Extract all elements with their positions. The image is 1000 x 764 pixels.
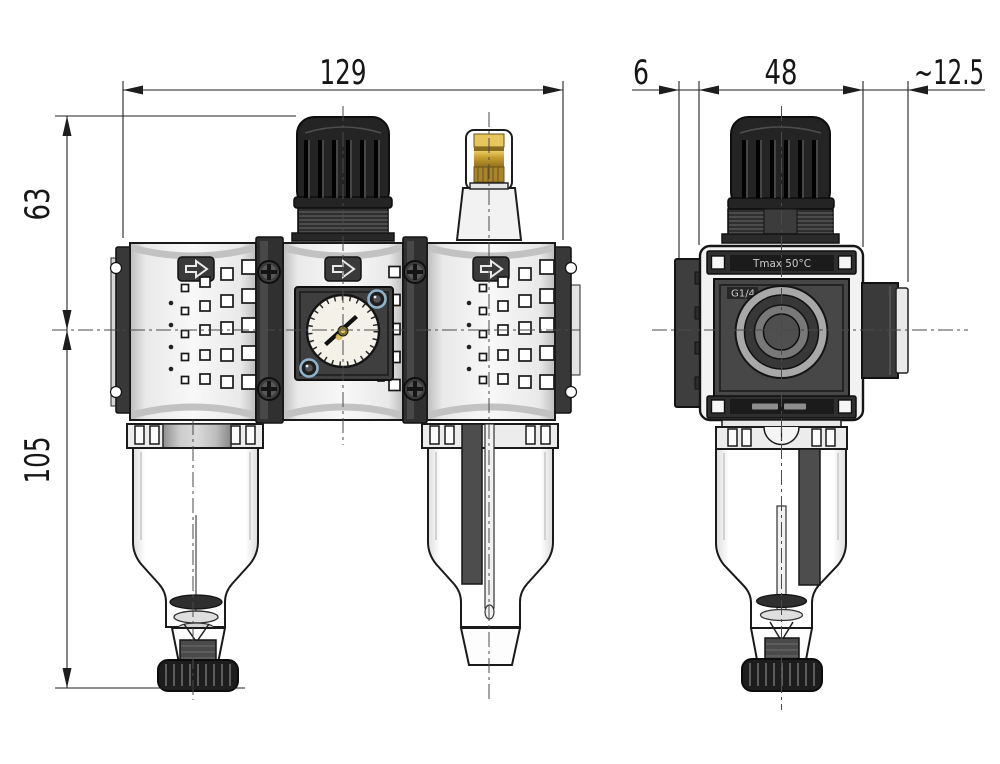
dimension-overall-width: 129 — [122, 53, 564, 240]
lubricator-unit — [426, 242, 556, 421]
side-dark-tube — [798, 448, 821, 586]
filter-unit — [129, 242, 257, 421]
port-size-label: G1/4 — [731, 289, 755, 300]
phillips-screw-icon — [257, 377, 281, 401]
side-view: Tmax 50°C G1/4 — [674, 116, 909, 692]
dim-6: 6 — [633, 53, 649, 93]
blue-screw-icon — [299, 358, 319, 378]
dimension-body-width: 48 — [679, 53, 864, 247]
lubricator-bowl — [421, 423, 559, 666]
dim-12-5: ~12.5 — [914, 53, 984, 93]
right-end-cap — [553, 246, 578, 414]
centerlines — [52, 106, 968, 710]
phillips-screw-icon — [257, 260, 281, 284]
pressure-gauge — [294, 286, 394, 381]
lubricator-skirt — [459, 627, 522, 666]
phillips-screw-icon — [403, 260, 427, 284]
oil-suction-tube — [461, 423, 483, 585]
dim-105: 105 — [18, 437, 58, 484]
front-view — [109, 116, 581, 692]
port-panel: G1/4 — [713, 278, 850, 398]
dim-129: 129 — [320, 53, 367, 93]
dim-63: 63 — [18, 188, 58, 221]
blue-screw-icon — [367, 289, 387, 309]
dimension-upper-height: 63 — [18, 115, 296, 330]
brand-label-illegible — [752, 403, 806, 410]
phillips-screw-icon — [403, 377, 427, 401]
dimension-bracket-offset: 6 — [632, 53, 700, 258]
dimensions: 129 63 105 6 — [18, 53, 985, 689]
side-regulator-collar — [721, 208, 840, 244]
dimension-port-depth: ~12.5 — [863, 53, 985, 282]
dimension-lower-height: 105 — [18, 330, 245, 689]
filter-bowl — [126, 423, 264, 692]
dim-48: 48 — [765, 53, 798, 93]
float-disc — [169, 594, 223, 610]
